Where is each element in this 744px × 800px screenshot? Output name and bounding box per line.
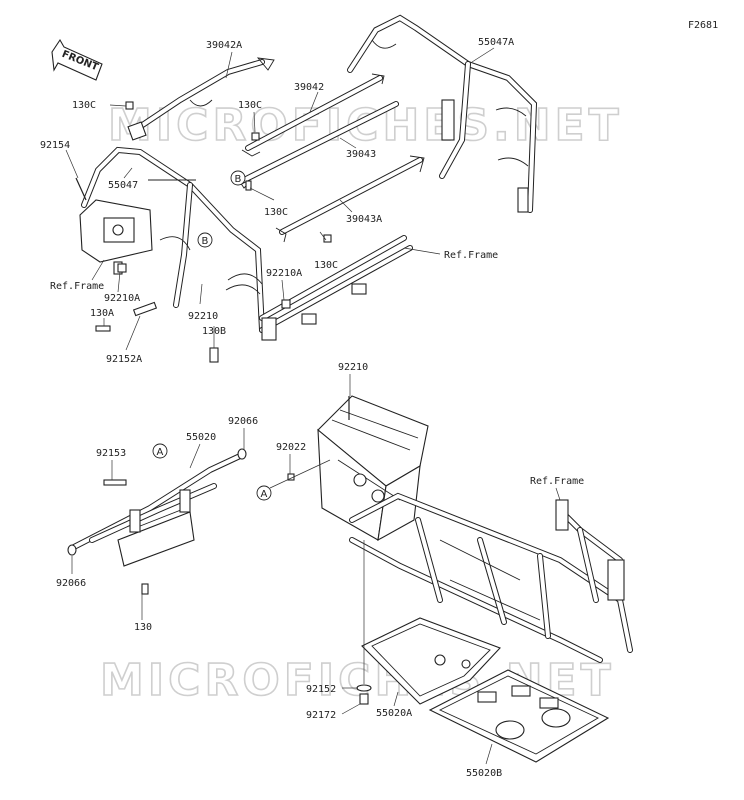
callout-a-1: A xyxy=(152,443,168,459)
label-39042A: 39042A xyxy=(206,40,242,51)
label-92210A-1: 92210A xyxy=(266,268,302,279)
label-92172: 92172 xyxy=(306,710,336,721)
label-ref-frame-3: Ref.Frame xyxy=(530,476,584,487)
label-130A: 130A xyxy=(90,308,114,319)
part-39042A xyxy=(127,57,275,141)
part-labels: 39042A 55047A 39042 130C 130C 92154 5504… xyxy=(40,37,584,779)
label-130: 130 xyxy=(134,622,152,633)
label-92066-1: 92066 xyxy=(228,416,258,427)
callout-b-1: B xyxy=(230,170,246,186)
callout-a-2: A xyxy=(256,485,272,501)
label-ref-frame-2: Ref.Frame xyxy=(50,281,104,292)
label-130C-1: 130C xyxy=(72,100,96,111)
part-39043A xyxy=(275,155,425,243)
label-55020B: 55020B xyxy=(466,768,502,779)
part-55047 xyxy=(81,146,265,333)
callout-b-2: B xyxy=(197,232,213,248)
rear-box-frame xyxy=(317,395,429,542)
label-92022: 92022 xyxy=(276,442,306,453)
watermark-top: MICROFICHES.NET xyxy=(108,100,623,151)
label-92066-2: 92066 xyxy=(56,578,86,589)
label-130C-3: 130C xyxy=(264,207,288,218)
label-55020A: 55020A xyxy=(376,708,412,719)
svg-text:B: B xyxy=(235,174,242,185)
svg-text:A: A xyxy=(261,489,268,500)
front-arrow-icon: FRONT xyxy=(51,38,103,81)
part-55047A xyxy=(347,14,538,213)
part-55020 xyxy=(67,448,247,567)
part-55020B xyxy=(428,669,610,763)
label-39043: 39043 xyxy=(346,149,376,160)
label-39042: 39042 xyxy=(294,82,324,93)
fastener-bolts-top xyxy=(75,101,332,363)
label-ref-frame-1: Ref.Frame xyxy=(444,250,498,261)
label-92210-2: 92210 xyxy=(338,362,368,373)
label-92152A: 92152A xyxy=(106,354,142,365)
label-55047: 55047 xyxy=(108,180,138,191)
label-92210A-2: 92210A xyxy=(104,293,140,304)
part-39042 xyxy=(241,73,385,157)
label-130C-4: 130C xyxy=(314,260,338,271)
fastener-bolts-bottom xyxy=(103,396,372,705)
leader-lines xyxy=(65,47,561,765)
label-130C-2: 130C xyxy=(238,100,262,111)
label-92153: 92153 xyxy=(96,448,126,459)
figure-code: F2681 xyxy=(688,20,718,31)
label-39043A: 39043A xyxy=(346,214,382,225)
label-92210-1: 92210 xyxy=(188,311,218,322)
label-92152: 92152 xyxy=(306,684,336,695)
label-92154: 92154 xyxy=(40,140,70,151)
part-55020A xyxy=(361,617,501,705)
svg-text:A: A xyxy=(157,447,164,458)
svg-text:B: B xyxy=(202,236,209,247)
main-chassis xyxy=(349,492,633,663)
label-55047A: 55047A xyxy=(478,37,514,48)
lower-side-rail xyxy=(259,235,413,341)
label-130B: 130B xyxy=(202,326,226,337)
left-mount-bracket xyxy=(79,199,153,275)
label-55020: 55020 xyxy=(186,432,216,443)
